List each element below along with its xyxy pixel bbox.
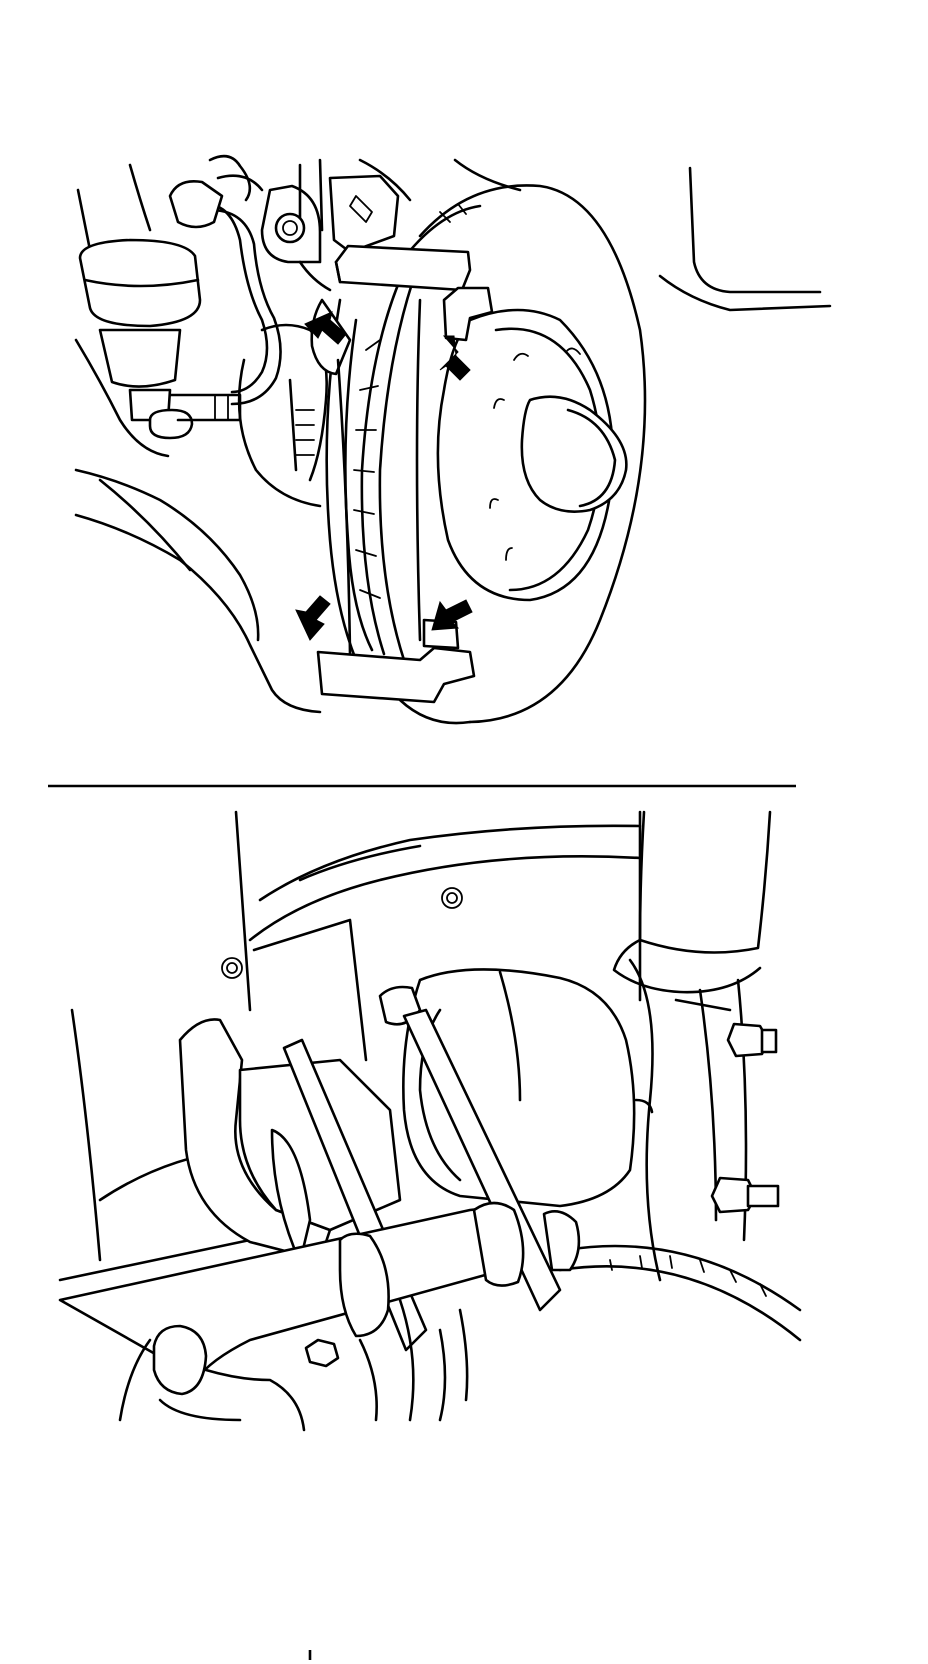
steering-knuckle — [237, 174, 400, 508]
arrow-lower-right — [431, 599, 473, 631]
thumb — [152, 1324, 208, 1396]
panel-bushing-tool — [58, 810, 802, 1660]
wheel-hub — [436, 308, 628, 602]
frame-rivet — [441, 887, 463, 909]
brake-hose — [168, 154, 282, 406]
arrow-upper-left — [304, 311, 347, 345]
strut-mounting-bolts — [710, 1022, 780, 1214]
tool-hex-nut — [304, 1338, 340, 1368]
technician-hand — [118, 1298, 469, 1432]
wheel-stud-holes — [489, 347, 581, 561]
arrow-upper-right — [439, 335, 471, 381]
bushing-removal-tool — [58, 1008, 581, 1660]
indicator-arrows — [295, 311, 473, 641]
bushing-housing — [378, 968, 654, 1208]
vehicle-body-lines — [76, 158, 832, 312]
frame-rivet — [221, 957, 243, 979]
rotor-cooling-vanes — [353, 203, 467, 599]
panel-brake-caliper-bracket — [74, 154, 832, 725]
arrow-lower-left — [295, 595, 331, 641]
rotor-edge — [558, 1244, 802, 1342]
ball-joint-assembly — [74, 238, 242, 458]
lower-control-arm — [74, 468, 322, 714]
